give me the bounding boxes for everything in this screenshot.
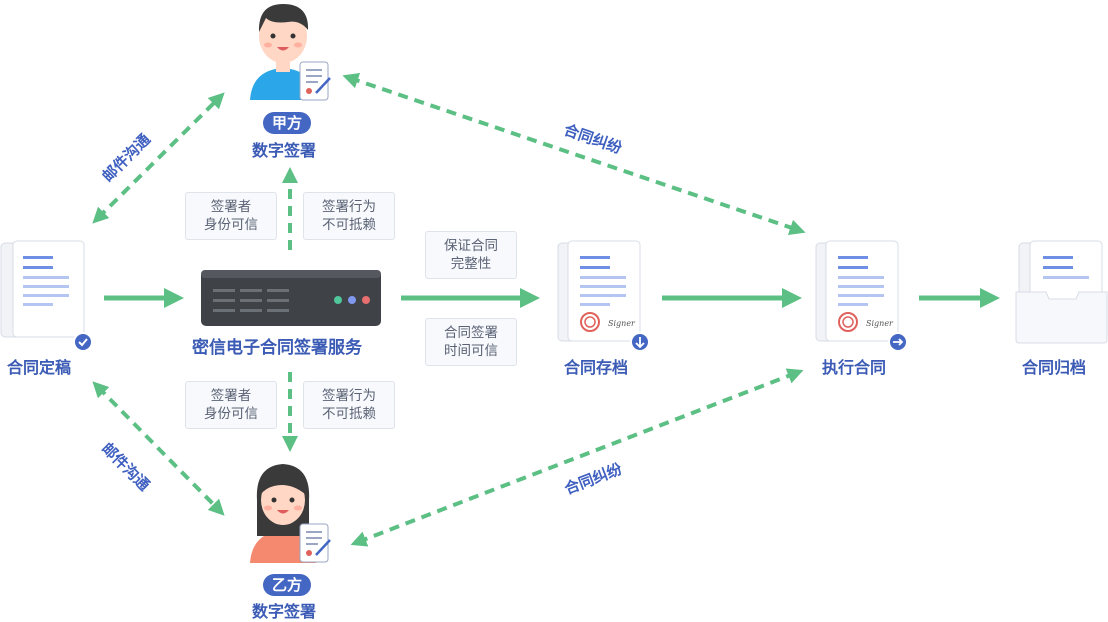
server-icon [201, 270, 381, 326]
check-icon [73, 332, 93, 352]
execute-label: 执行合同 [822, 358, 887, 377]
arrow-dispute-bottom [350, 368, 804, 547]
stamp-icon [580, 312, 600, 332]
tag-bottom-nonrepudiation: 签署行为不可抵赖 [303, 381, 395, 429]
party-a-badge: 甲方 [263, 112, 312, 134]
party-a-label: 数字签署 [252, 141, 317, 160]
tag-top-identity: 签署者身份可信 [185, 192, 277, 240]
store-document-icon: Signer [557, 240, 650, 352]
svg-text:Signer: Signer [608, 319, 636, 328]
server-label: 密信电子合同签署服务 [192, 338, 362, 358]
draft-label: 合同定稿 [7, 358, 72, 377]
tag-integrity: 保证合同完整性 [425, 231, 517, 279]
party-a-avatar-icon [250, 4, 331, 101]
party-b-avatar-icon [250, 464, 331, 563]
arrow-mail-top [92, 92, 225, 224]
arrow-dispute-top [342, 72, 806, 236]
arrow-mail-bottom [92, 381, 225, 516]
tag-timestamp: 合同签署时间可信 [425, 318, 517, 366]
archive-folder-icon [1015, 240, 1108, 344]
party-b-badge: 乙方 [263, 574, 312, 596]
tag-bottom-identity: 签署者身份可信 [185, 381, 277, 429]
final-archive-label: 合同归档 [1022, 358, 1087, 377]
svg-text:Signer: Signer [866, 319, 894, 328]
draft-document-icon [0, 240, 93, 352]
party-b-label: 数字签署 [252, 602, 317, 621]
archive-store-label: 合同存档 [564, 358, 629, 377]
stamp-icon [838, 312, 858, 332]
execute-document-icon: Signer [815, 240, 908, 352]
tag-top-nonrepudiation: 签署行为不可抵赖 [303, 192, 395, 240]
dashed-arrows [92, 72, 806, 547]
